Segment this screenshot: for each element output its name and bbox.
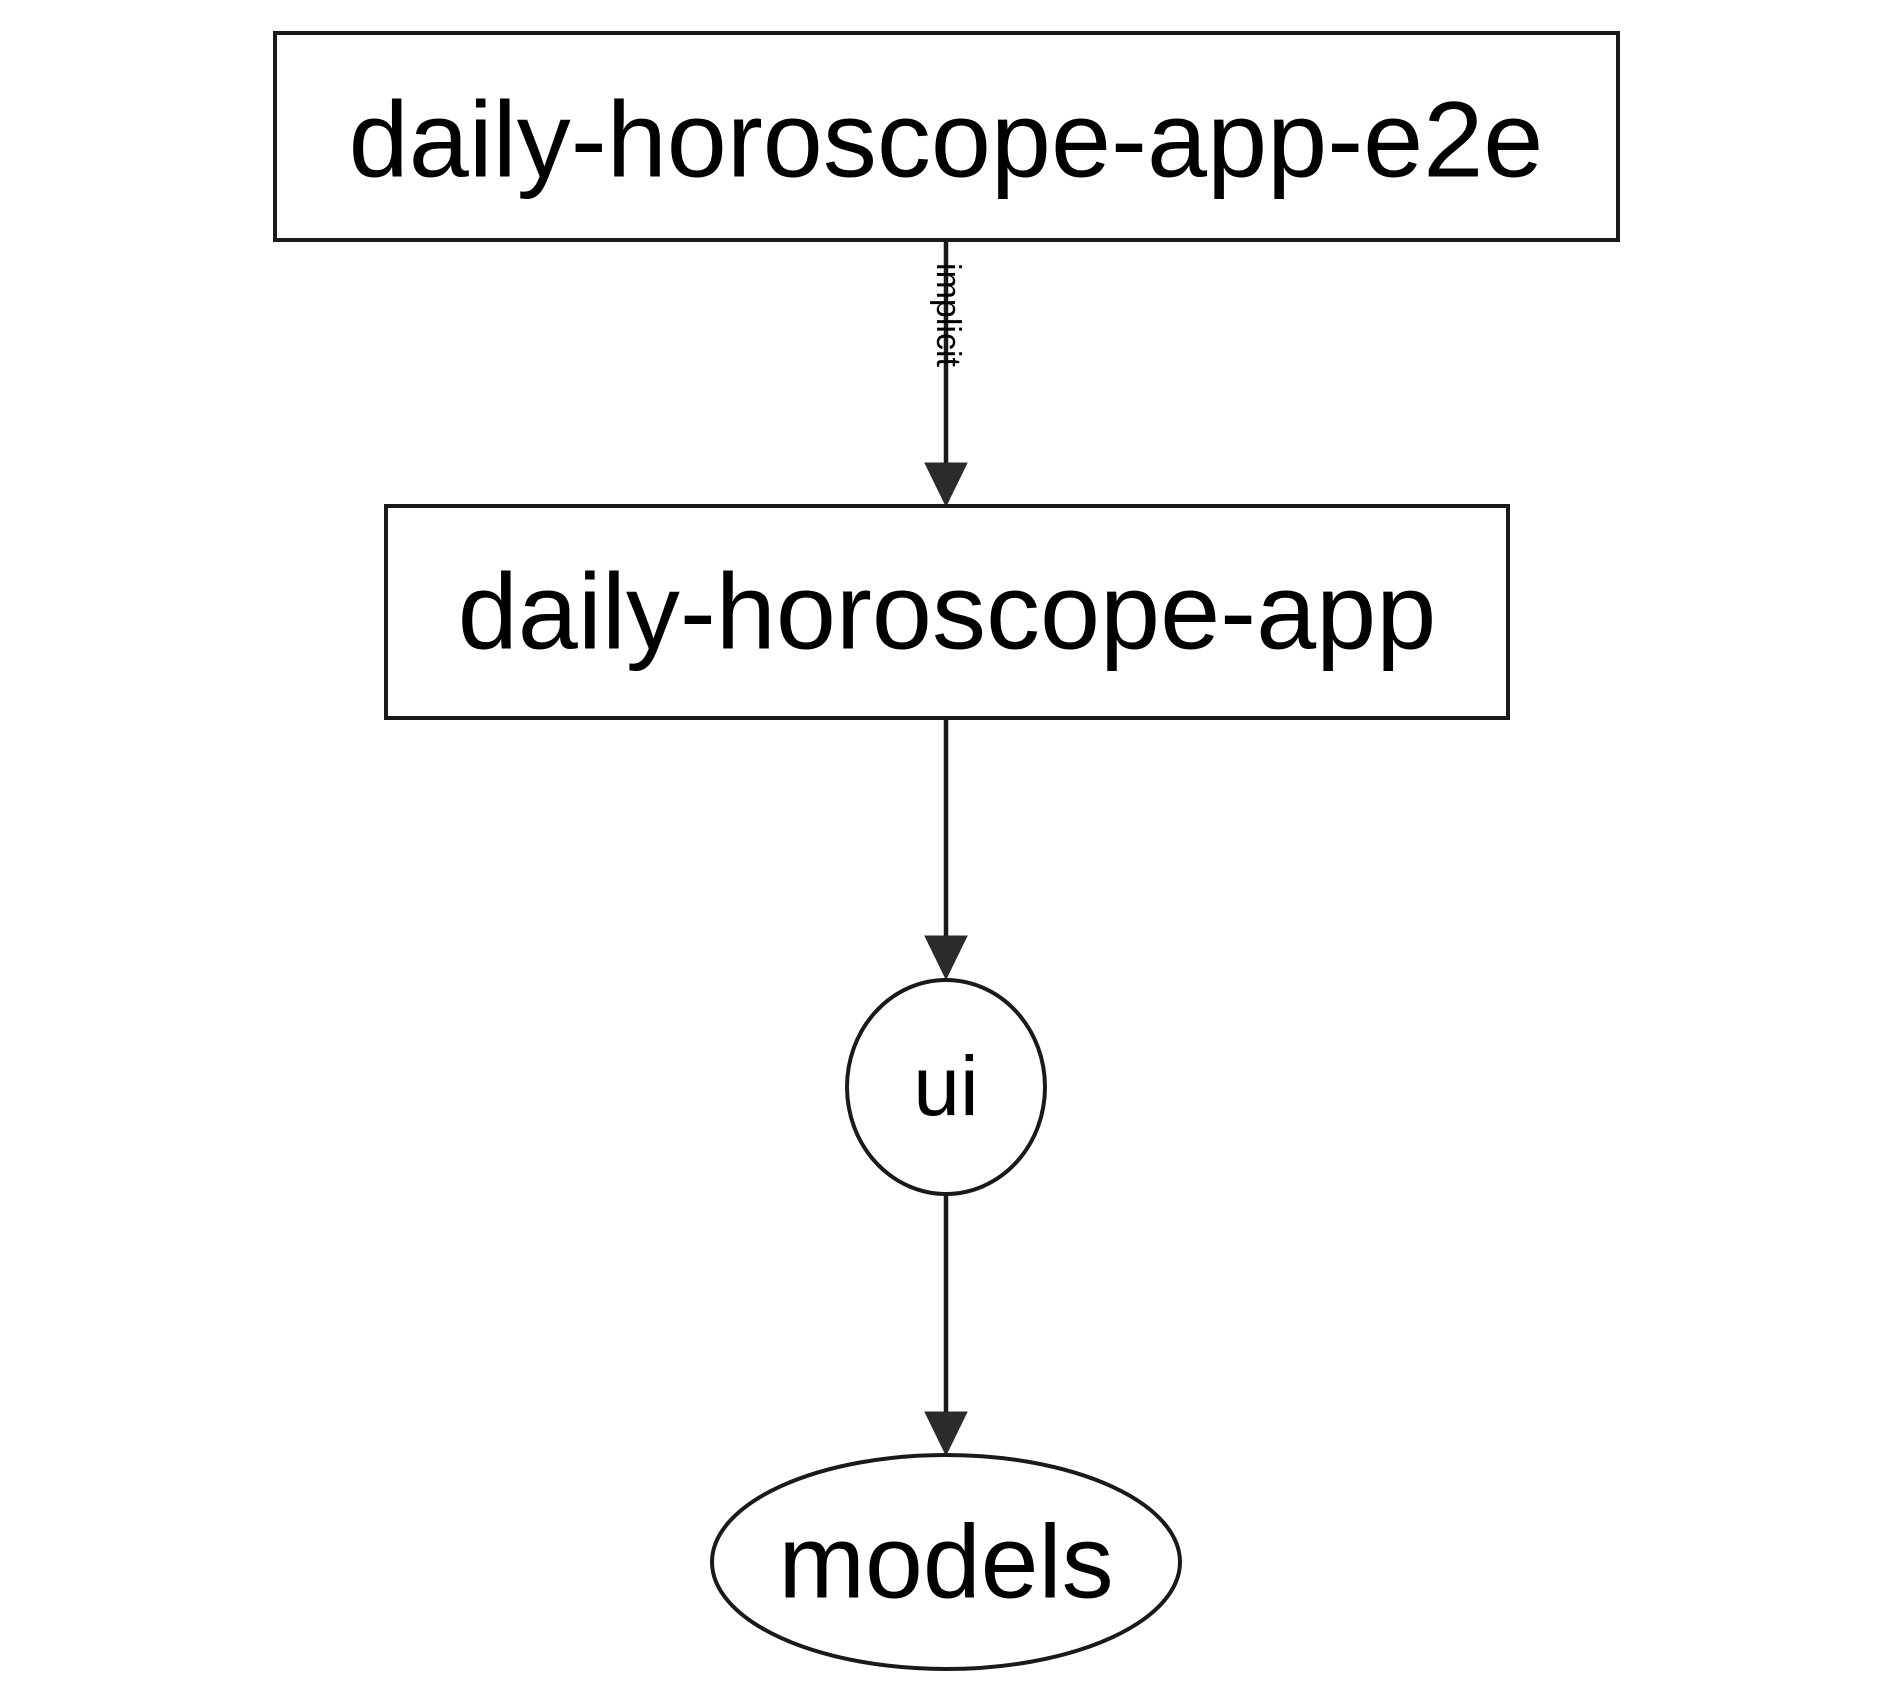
node-ui[interactable]: ui: [845, 978, 1047, 1196]
node-daily-horoscope-app[interactable]: daily-horoscope-app: [384, 504, 1510, 720]
node-ellipse: [710, 1453, 1182, 1671]
node-label: models: [778, 1504, 1113, 1620]
edge-ui-to-models[interactable]: [924, 1194, 968, 1457]
node-label: daily-horoscope-app-e2e: [349, 79, 1544, 200]
node-label: daily-horoscope-app: [458, 551, 1437, 672]
node-models[interactable]: models: [710, 1453, 1182, 1671]
arrowhead-icon: [924, 462, 968, 508]
arrowhead-icon: [924, 935, 968, 981]
edge-e2e-to-app[interactable]: implicit: [924, 241, 968, 508]
arrowhead-icon: [924, 1411, 968, 1457]
node-ellipse: [845, 978, 1047, 1196]
node-label: ui: [913, 1039, 978, 1133]
node-rectangle: [273, 31, 1620, 242]
node-rectangle: [384, 504, 1510, 720]
node-daily-horoscope-app-e2e[interactable]: daily-horoscope-app-e2e: [273, 31, 1620, 242]
edge-label-implicit: implicit: [929, 263, 967, 367]
edge-app-to-ui[interactable]: [924, 719, 968, 981]
